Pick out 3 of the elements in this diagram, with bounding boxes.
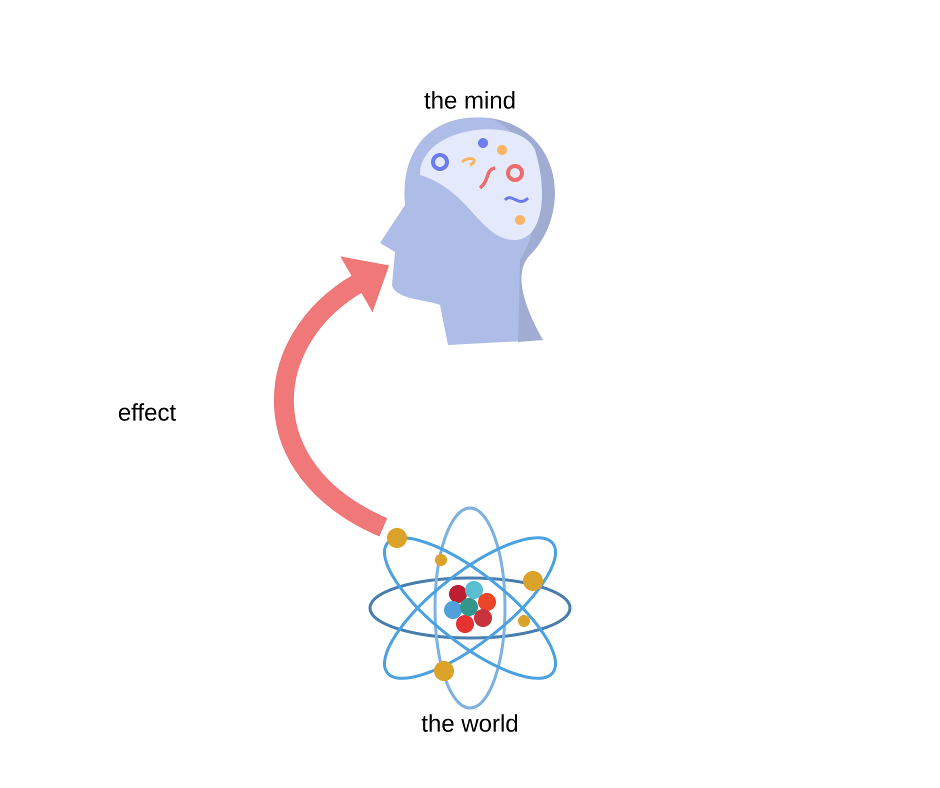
title: the mind	[424, 91, 514, 109]
edge-label: effect	[116, 401, 178, 423]
title: the world	[422, 714, 518, 732]
